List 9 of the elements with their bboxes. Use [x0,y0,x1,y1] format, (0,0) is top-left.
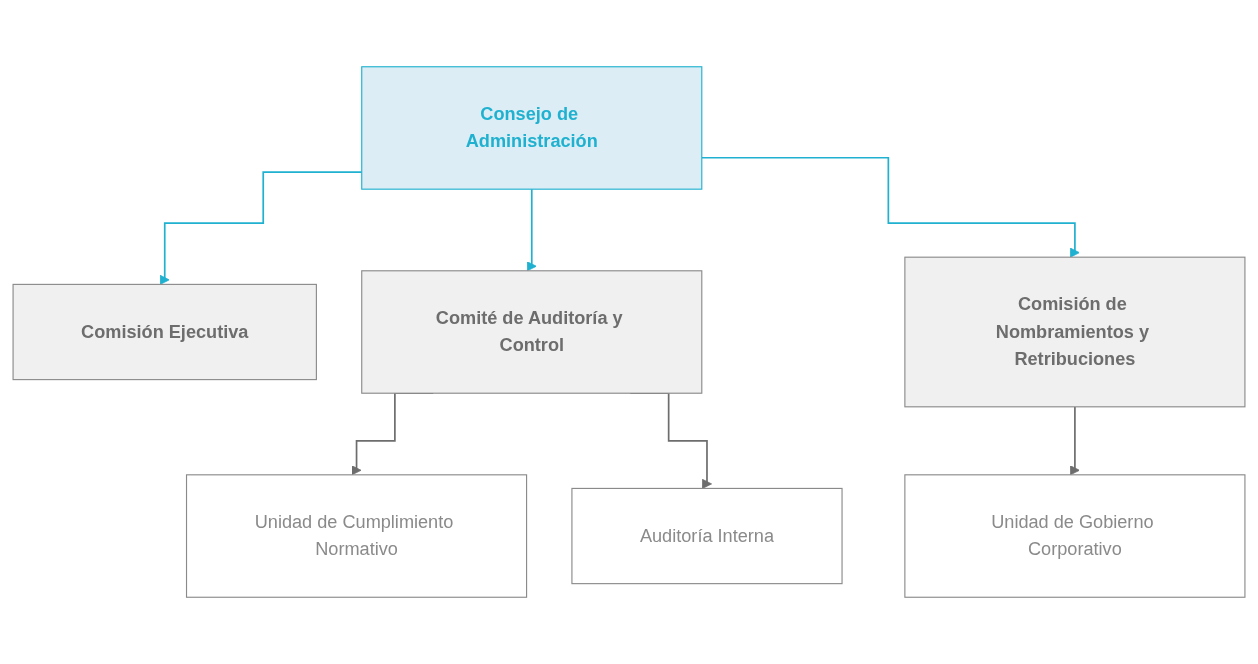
node-box: Consejo de Administración [361,66,703,190]
node-box: Unidad de Gobierno Corporativo [904,474,1246,598]
arrow [1069,405,1080,476]
arrow [526,188,537,272]
node-box: Comisión de Nombramientos y Retribuciones [904,256,1246,408]
node-box: Comité de Auditoría y Control [361,270,703,394]
node-box: Comisión Ejecutiva [12,283,317,381]
node-box: Auditoría Interna [571,487,843,585]
node-box: Unidad de Cumplimiento Normativo [185,474,528,598]
